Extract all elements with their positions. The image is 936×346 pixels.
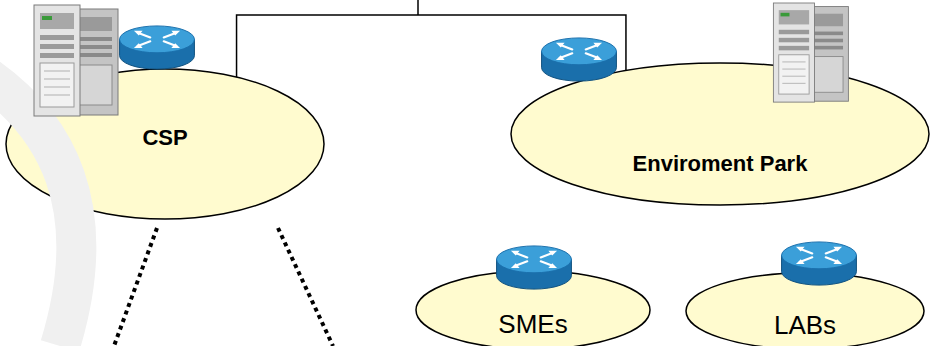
router-icon [120, 26, 195, 69]
router-icon [542, 38, 617, 81]
node-label: Enviroment Park [633, 151, 808, 177]
dotted-link [278, 228, 333, 346]
ellipse-outline [6, 69, 324, 219]
uplink-wire [417, 0, 419, 15]
router-icon [497, 246, 572, 289]
node-label: SMEs [498, 309, 567, 340]
network-ellipse: Enviroment Park [510, 62, 930, 206]
node-label: CSP [142, 125, 187, 151]
server-icon [34, 5, 118, 116]
router-icon [782, 242, 857, 285]
ellipse-outline [416, 271, 650, 346]
ellipse-outline [686, 273, 924, 346]
dotted-link [114, 228, 157, 346]
ellipse-outline [510, 62, 930, 206]
node-label: LABs [774, 310, 836, 341]
ellipse-outline [511, 63, 929, 205]
server-icon [773, 3, 848, 102]
